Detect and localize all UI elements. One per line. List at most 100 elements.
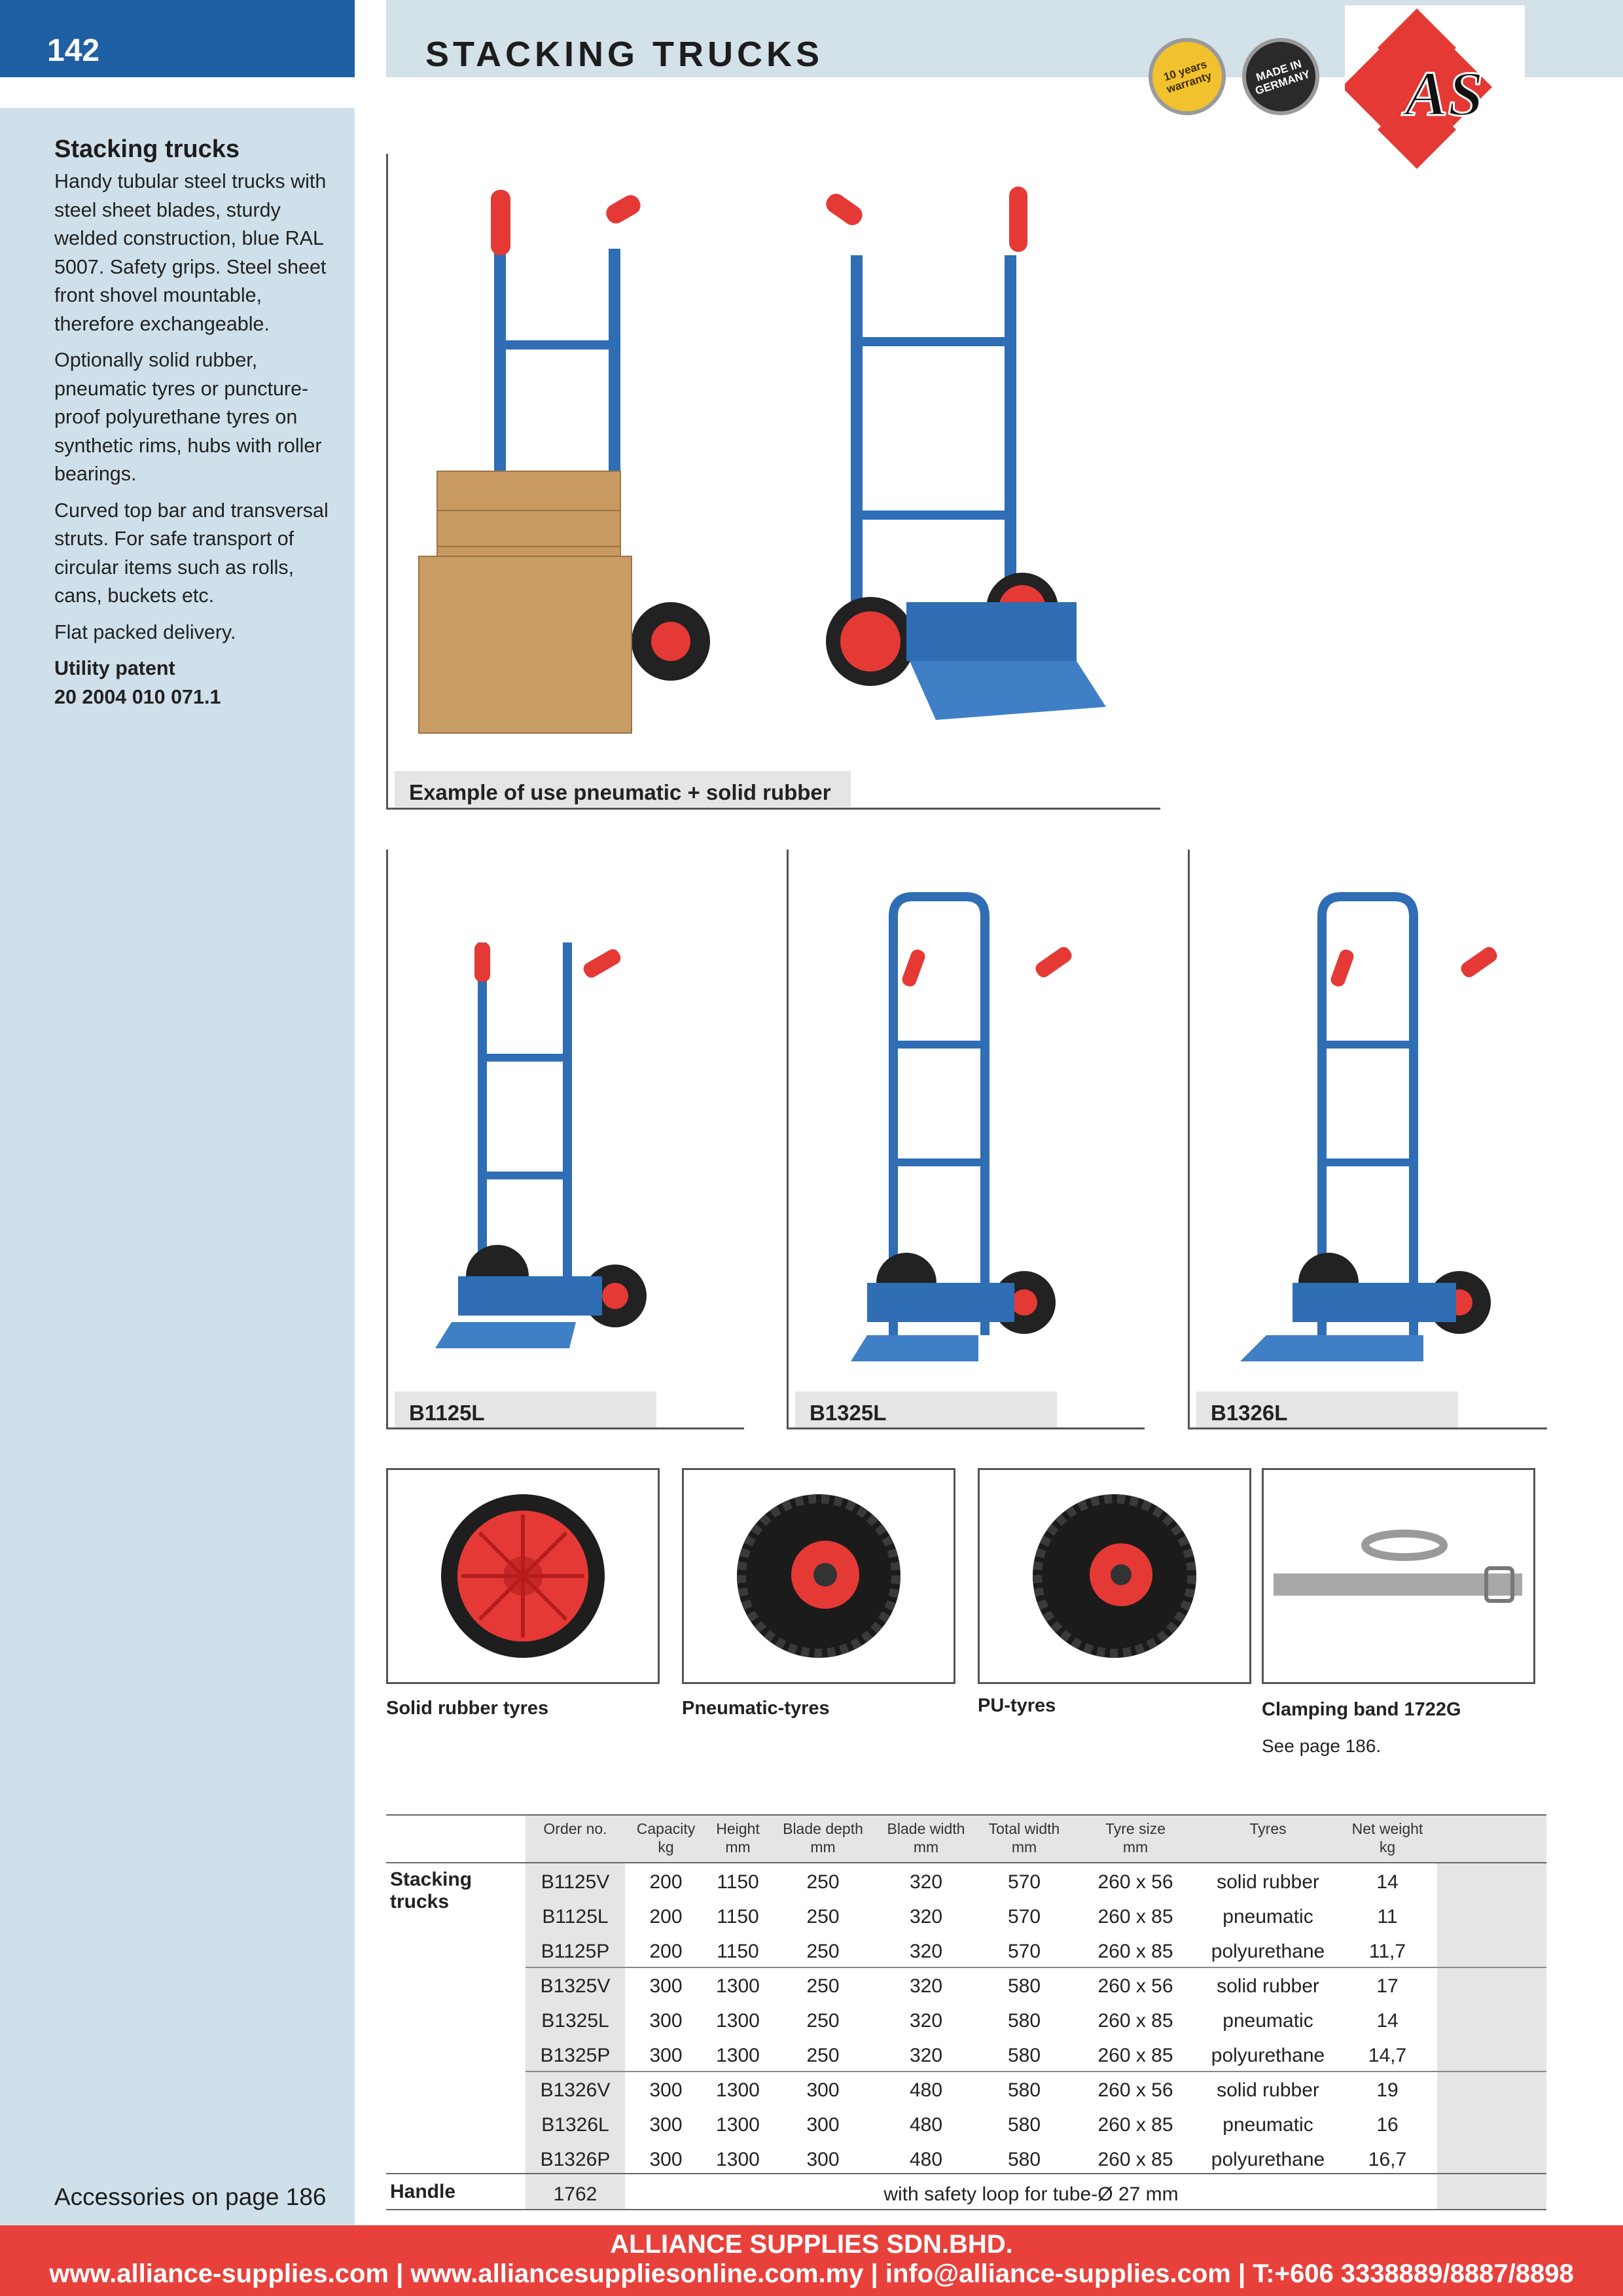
table-cell: B1326L [541, 2114, 609, 2136]
table-cell: 300 [806, 2079, 840, 2101]
hero-image [393, 164, 1145, 753]
handle-extra-bg [1437, 2174, 1546, 2210]
table-header-rule [386, 1862, 1546, 1863]
page-number-box [0, 0, 355, 77]
patent-number: 20 2004 010 071.1 [54, 685, 221, 708]
table-cell: 580 [1007, 2079, 1041, 2101]
table-cell: 1300 [716, 2114, 760, 2136]
table-cell: 260 x 85 [1097, 1941, 1173, 1962]
table-cell: 19 [1376, 2079, 1399, 2101]
company-logo: AS [1342, 5, 1525, 169]
sidebar-title: Stacking trucks [54, 135, 240, 163]
hero-caption: Example of use pneumatic + solid rubber [395, 771, 851, 807]
table-cell: 320 [909, 1906, 943, 1928]
table-cell: 320 [909, 2045, 943, 2066]
table-cell: 200 [649, 1906, 683, 1928]
model-label: B1325L [795, 1391, 1057, 1427]
table-cell: 260 x 85 [1097, 2010, 1173, 2032]
table-cell: 250 [806, 1871, 840, 1893]
table-cell: solid rubber [1217, 1871, 1319, 1893]
table-cell: 320 [909, 1871, 943, 1893]
table-cell: B1125P [541, 1941, 610, 1962]
table-cell: 480 [909, 2079, 943, 2101]
table-cell: 260 x 85 [1097, 1906, 1173, 1928]
sidebar [0, 108, 355, 2225]
model-image-b1325l [805, 877, 1132, 1388]
table-cell: polyurethane [1211, 1941, 1325, 1962]
table-cell: 200 [649, 1871, 683, 1893]
sidebar-paragraph: Handy tubular steel trucks with steel sh… [54, 170, 327, 335]
table-cell: 260 x 56 [1097, 1975, 1173, 1997]
table-cell: B1325V [540, 1975, 611, 1997]
table-cell: 300 [649, 2010, 683, 2032]
accessory-label: PU-tyres [978, 1695, 1056, 1716]
table-cell: polyurethane [1211, 2149, 1325, 2170]
loaded-truck-illustration [418, 190, 710, 734]
table-cell: 14 [1376, 1871, 1399, 1893]
table-cell: 250 [806, 1906, 840, 1928]
model-image-b1125l [406, 890, 733, 1388]
accessory-label: Solid rubber tyres [386, 1698, 549, 1719]
table-cell: 1150 [717, 1941, 759, 1962]
table-cell: 260 x 56 [1097, 2079, 1173, 2101]
table-cell: 14 [1376, 2010, 1399, 2032]
table-cell: polyurethane [1211, 2045, 1325, 2066]
table-cell: 320 [909, 1941, 943, 1962]
handle-order-bg [526, 2174, 625, 2210]
model-frame-bottom [1188, 1427, 1547, 1429]
footer-band [0, 2225, 1623, 2296]
table-cell: 480 [909, 2114, 943, 2136]
table-cell: B1125L [542, 1906, 609, 1928]
clamping-band-image [1262, 1468, 1535, 1684]
col-header-tyres: Tyres [1249, 1820, 1287, 1837]
table-cell: 250 [806, 1975, 840, 1997]
table-cell: pneumatic [1222, 2114, 1313, 2136]
table-cell: 580 [1007, 2114, 1041, 2136]
model-frame-left [1188, 850, 1190, 1429]
table-group-label: Stacking trucks [390, 1869, 473, 1912]
table-cell: 1300 [716, 2079, 760, 2101]
table-cell: 300 [806, 2114, 840, 2136]
table-cell: 250 [806, 2045, 840, 2066]
empty-truck-illustration [826, 187, 1106, 720]
col-header-order: Order no. [543, 1820, 607, 1837]
handle-rule [386, 2173, 1546, 2174]
table-cell: 300 [649, 2045, 683, 2066]
table-cell: 580 [1007, 2010, 1041, 2032]
page-number: 142 [47, 33, 100, 68]
group-rule [526, 2071, 1546, 2072]
accessory-note: See page 186. [1262, 1736, 1382, 1756]
accessory-label: Pneumatic-tyres [682, 1698, 830, 1719]
model-label: B1125L [395, 1391, 656, 1427]
solid-rubber-tyre-image [386, 1468, 660, 1684]
table-cell: solid rubber [1217, 1975, 1319, 1997]
table-cell: 16 [1376, 2114, 1399, 2136]
table-cell: 580 [1007, 2045, 1041, 2066]
footer-company: ALLIANCE SUPPLIES SDN.BHD. [610, 2230, 1013, 2259]
table-cell: pneumatic [1222, 1906, 1313, 1928]
table-cell: 250 [806, 2010, 840, 2032]
handle-order-no: 1762 [553, 2183, 597, 2205]
table-cell: 1300 [716, 2045, 760, 2066]
table-cell: 580 [1007, 1975, 1041, 1997]
footer-contact[interactable]: www.alliance-supplies.com | www.alliance… [49, 2259, 1574, 2288]
table-cell: B1125V [541, 1871, 610, 1893]
model-frame-bottom [787, 1427, 1145, 1429]
sidebar-paragraph: Optionally solid rubber, pneumatic tyres… [54, 349, 322, 485]
table-cell: 1300 [716, 2149, 760, 2170]
table-cell: 1300 [716, 2010, 760, 2032]
order-column-bg [526, 1863, 625, 2206]
table-cell: 480 [909, 2149, 943, 2170]
table-cell: 300 [649, 2149, 683, 2170]
table-header-bg [526, 1816, 1546, 1863]
table-cell: 570 [1007, 1941, 1041, 1962]
table-cell: 320 [909, 2010, 943, 2032]
patent-label: Utility patent [54, 657, 175, 679]
table-cell: 260 x 85 [1097, 2149, 1173, 2170]
